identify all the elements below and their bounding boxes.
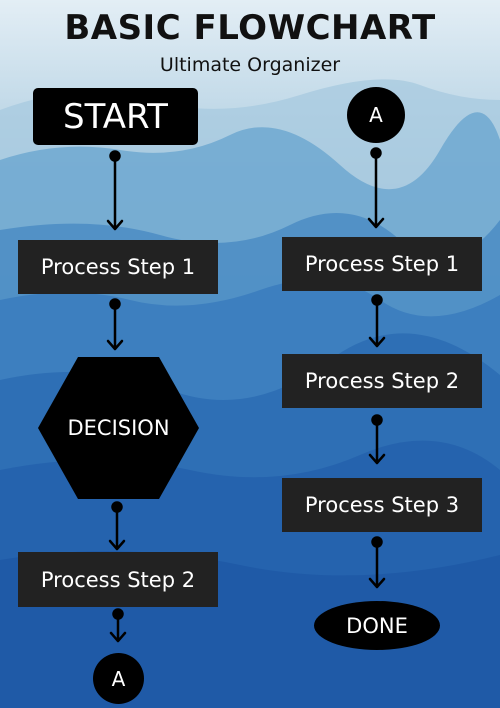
right-connector-a: A [347, 87, 405, 143]
start-terminal: START [33, 88, 198, 145]
done-terminal: DONE [314, 601, 440, 650]
page-subtitle: Ultimate Organizer [159, 54, 341, 76]
decision-hexagon [38, 357, 199, 499]
right-process-step-1: Process Step 1 [282, 237, 482, 291]
right-process-step-2: Process Step 2 [282, 354, 482, 408]
decision-shape: DECISION [38, 357, 199, 499]
right-process-step-3: Process Step 3 [282, 478, 482, 532]
page-title: BASIC FLOWCHART [64, 8, 436, 48]
left-process-step-2: Process Step 2 [18, 552, 218, 607]
left-connector-a: A [93, 653, 144, 704]
left-process-step-1: Process Step 1 [18, 240, 218, 294]
decision-label: DECISION [67, 416, 170, 440]
